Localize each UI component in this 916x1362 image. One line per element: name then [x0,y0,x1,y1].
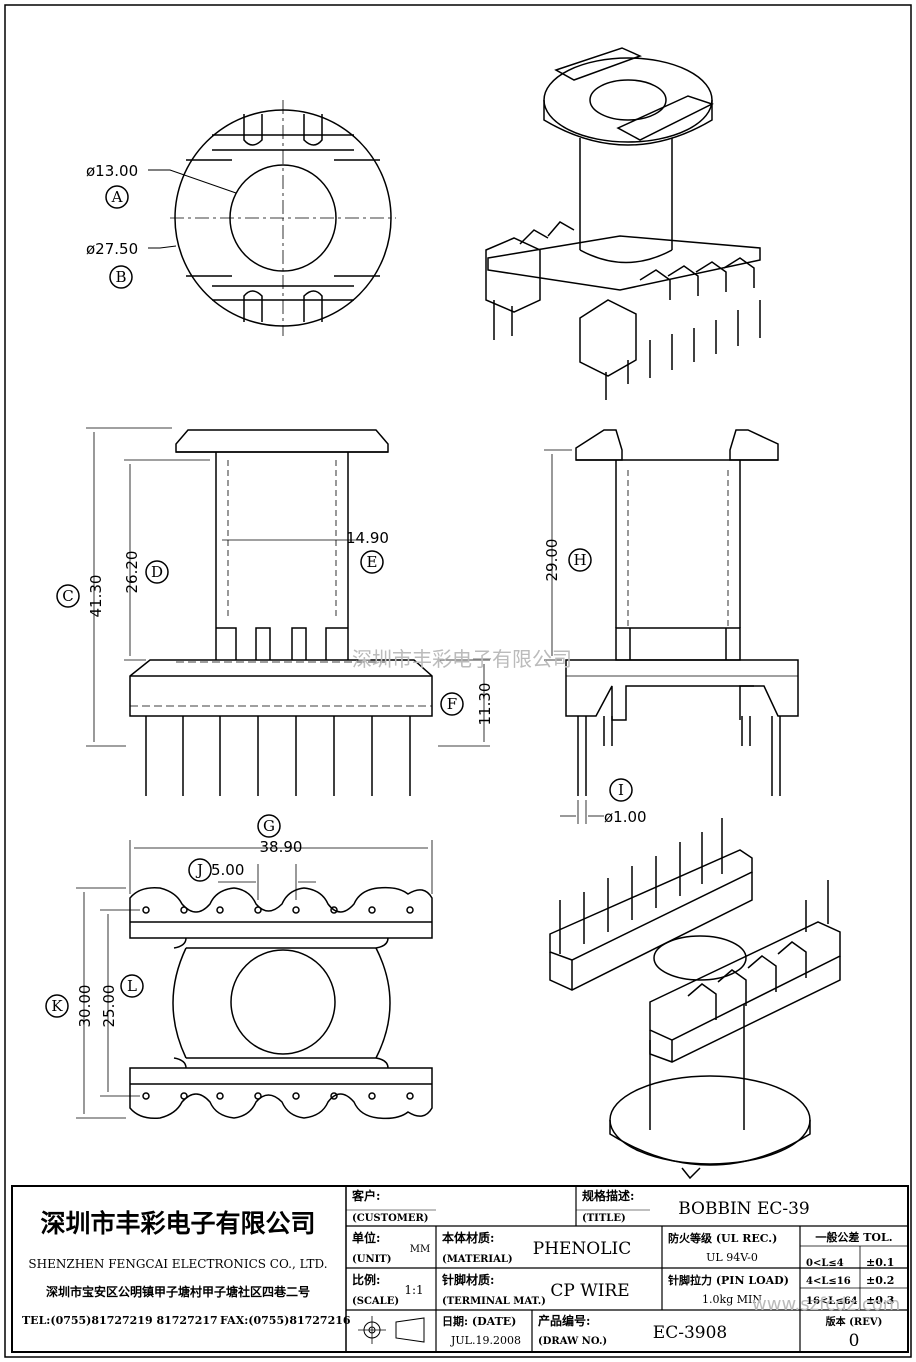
dim-inner-depth: 25.00 [100,985,118,1028]
callout-l: L [127,977,137,995]
dim-side-height: 29.00 [543,539,561,582]
scale-label-en: (SCALE) [352,1296,399,1307]
callout-f: F [447,695,457,713]
dim-overall-depth: 30.00 [76,985,94,1028]
title-value: BOBBIN EC-39 [678,1199,810,1219]
dim-top-outer-dia: ø27.50 [86,240,138,258]
revision-label: 版本 (REV) [826,1315,883,1328]
date-label: 日期: (DATE) [442,1314,516,1328]
terminal-label-en: (TERMINAL MAT.) [442,1296,546,1307]
tol-range-2: 4<L≤16 [806,1276,851,1287]
scale-value: 1:1 [404,1283,423,1297]
company-address: 深圳市宝安区公明镇甲子塘村甲子塘社区四巷二号 [46,1284,310,1299]
callout-c: C [62,587,73,605]
callout-b: B [115,268,126,286]
company-phone: TEL:(0755)81727219 81727217 [22,1314,218,1327]
revision-value: 0 [849,1331,860,1351]
dim-base-height: 11.30 [476,683,494,726]
title-block [11,1185,909,1353]
date-value: JUL.19.2008 [450,1334,521,1347]
draw-no-label-en: (DRAW NO.) [538,1336,607,1347]
unit-label-en: (UNIT) [352,1254,391,1265]
callout-k: K [51,997,63,1015]
dim-top-inner-dia: ø13.00 [86,162,138,180]
unit-label: 单位: [352,1230,380,1245]
tol-range-3: 16<L≤64 [806,1296,858,1307]
fire-rating-label: 防火等级 (UL REC.) [668,1231,777,1245]
company-fax: FAX:(0755)81727216 [220,1314,351,1327]
material-label-en: (MATERIAL) [442,1254,513,1265]
dim-overall-width: 38.90 [260,838,303,856]
top-view [105,100,396,336]
unit-value: MM [410,1244,430,1255]
callout-i: I [618,781,624,799]
terminal-label: 针脚材质: [442,1272,494,1287]
company-name-cn: 深圳市丰彩电子有限公司 [40,1209,315,1238]
front-view [56,427,490,796]
tol-value-1: ±0.1 [866,1256,894,1269]
tol-value-3: ±0.3 [866,1294,894,1307]
callout-e: E [367,553,378,571]
pin-load-label: 针脚拉力 (PIN LOAD) [668,1273,789,1287]
material-label: 本体材质: [442,1230,494,1245]
customer-label: 客户: [351,1188,380,1203]
tol-range-1: 0<L≤4 [806,1258,844,1269]
callout-d: D [151,563,163,581]
dim-pin-dia: ø1.00 [604,808,647,826]
material-value: PHENOLIC [533,1239,632,1259]
callout-j: J [195,861,203,879]
company-name-en: SHENZHEN FENGCAI ELECTRONICS CO., LTD. [28,1257,327,1271]
terminal-value: CP WIRE [550,1281,629,1301]
tolerance-title: 一般公差 TOL. [815,1230,892,1244]
title-label-en: (TITLE) [582,1213,626,1224]
title-label: 规格描述: [582,1188,634,1203]
dim-pin-pitch: 5.00 [211,861,244,879]
watermark: 深圳市丰彩电子有限公司 [352,647,572,671]
callout-a: A [111,188,123,206]
dim-core-width: 14.90 [346,529,389,547]
fire-rating-value: UL 94V-0 [706,1251,758,1264]
pin-load-value: 1.0kg MIN [702,1293,762,1306]
scale-label: 比例: [352,1272,380,1287]
iso-view-bottom [549,818,841,1180]
draw-no-value: EC-3908 [653,1323,727,1343]
website-watermark: www.szfcdz.com [752,1294,900,1315]
draw-no-label: 产品编号: [538,1313,590,1328]
customer-label-en: (CUSTOMER) [352,1213,429,1224]
side-view [544,429,799,824]
iso-view-top [485,47,761,400]
bottom-view [45,814,433,1120]
tol-value-2: ±0.2 [866,1274,894,1287]
dim-body-height: 26.20 [123,551,141,594]
callout-g: G [263,817,275,835]
dim-overall-height: 41.30 [87,575,105,618]
callout-h: H [573,551,586,569]
